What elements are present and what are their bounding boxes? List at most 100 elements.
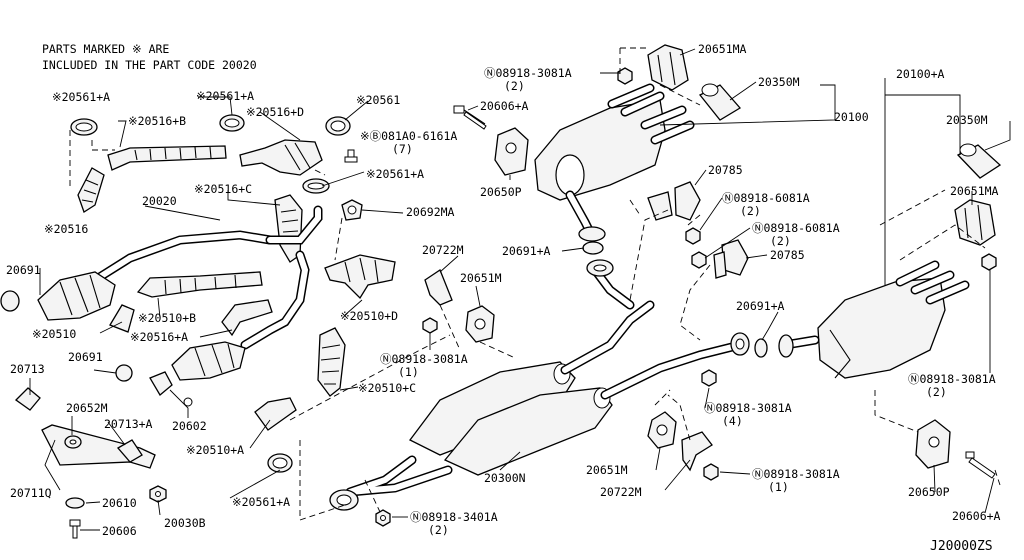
main-muffler-20100a[interactable] xyxy=(778,260,970,379)
label-20510d: ※20510+D xyxy=(340,309,398,323)
tail-finisher-20350m-2[interactable] xyxy=(956,143,1002,179)
label-20606a-1: 20606+A xyxy=(480,99,529,113)
label-20510a: ※20510+A xyxy=(186,443,244,457)
bracket-20711q[interactable] xyxy=(41,424,156,469)
label-20100a: 20100+A xyxy=(896,67,945,81)
clamp-20561a-4[interactable] xyxy=(267,453,293,473)
label-20510c: ※20510+C xyxy=(358,381,416,395)
nut-08918-3081a-top[interactable] xyxy=(617,67,633,85)
main-muffler-20100[interactable] xyxy=(534,83,695,242)
label-20516a: ※20516+A xyxy=(130,330,188,344)
label-20561a-2: ※20561+A xyxy=(196,89,254,103)
clamp-20561a-2[interactable] xyxy=(219,114,245,132)
heat-shield-20510a[interactable] xyxy=(254,397,297,431)
label-20713a: 20713+A xyxy=(104,417,153,431)
bolt-081a0-6161a[interactable] xyxy=(344,149,358,163)
label-20561a-4: ※20561+A xyxy=(232,495,290,509)
heat-shield-20516[interactable] xyxy=(77,167,105,213)
heat-shield-20516b[interactable] xyxy=(107,145,227,171)
catalytic-converter-center[interactable] xyxy=(171,341,246,381)
right-muffler-section xyxy=(778,143,1002,479)
hanger-20651ma-1[interactable] xyxy=(647,44,689,91)
bolt-20606a-1[interactable] xyxy=(453,105,487,130)
nut-08918-6081a-2[interactable] xyxy=(691,251,707,269)
heat-shield-20510c[interactable] xyxy=(317,327,346,397)
center-muffler-20300n[interactable] xyxy=(409,361,613,476)
label-20516b: ※20516+B xyxy=(128,114,186,128)
bolt-20606[interactable] xyxy=(69,519,81,539)
tail-finisher-20350m-1[interactable] xyxy=(698,83,741,121)
label-20030b: 20030B xyxy=(164,516,206,530)
flange-mid-2[interactable] xyxy=(730,332,750,356)
bracket-20713a[interactable] xyxy=(116,439,143,463)
washer-20610[interactable] xyxy=(65,497,85,509)
header-line-2: INCLUDED IN THE PART CODE 20020 xyxy=(42,58,257,72)
label-20722m-1: 20722M xyxy=(422,243,464,257)
label-08918-3081a-top: Ⓝ08918-3081A xyxy=(484,66,572,80)
label-20722m-2: 20722M xyxy=(600,485,642,499)
nut-08918-3081a-r[interactable] xyxy=(981,253,997,271)
label-20300n: 20300N xyxy=(484,471,526,485)
insulator-20650p-1[interactable] xyxy=(494,127,529,176)
heat-shield-20516a[interactable] xyxy=(221,299,273,337)
label-08918-6081a-2-qty: (2) xyxy=(770,234,791,248)
label-08918-3081a-4: Ⓝ08918-3081A xyxy=(704,401,792,415)
label-08918-3081a-4-qty: (4) xyxy=(722,414,743,428)
label-20650p-2: 20650P xyxy=(908,485,950,499)
assembly-lines xyxy=(69,47,1001,521)
gasket-20692ma[interactable] xyxy=(341,199,363,221)
label-08918-3081a-r: Ⓝ08918-3081A xyxy=(908,372,996,386)
bracket-20722m-1[interactable] xyxy=(424,269,453,306)
gasket-20691a-2[interactable] xyxy=(754,338,768,358)
main-muffler-section xyxy=(453,44,768,358)
nut-08918-3401a[interactable] xyxy=(375,509,391,527)
label-20650p-1: 20650P xyxy=(480,185,522,199)
label-20510: ※20510 xyxy=(32,327,76,341)
nut-08918-3081a-b[interactable] xyxy=(703,463,719,481)
label-20691-2: 20691 xyxy=(68,350,103,364)
gasket-20691-2[interactable] xyxy=(115,364,133,382)
insulator-20650p-2[interactable] xyxy=(915,419,951,469)
front-left-parts xyxy=(0,114,396,539)
mount-20785-1[interactable] xyxy=(647,181,701,221)
catalytic-converter-left[interactable] xyxy=(37,271,116,321)
bracket-20713[interactable] xyxy=(14,387,41,411)
nut-20030b[interactable] xyxy=(149,485,167,503)
label-20610: 20610 xyxy=(102,496,137,510)
label-20561: ※20561 xyxy=(356,93,400,107)
clamp-20561a-1[interactable] xyxy=(70,118,98,136)
nut-08918-6081a-1[interactable] xyxy=(685,227,701,245)
clamp-20561[interactable] xyxy=(325,116,351,136)
gasket-20691a-1[interactable] xyxy=(582,241,604,255)
heat-shield-20510d[interactable] xyxy=(324,254,396,300)
mount-20785-2[interactable] xyxy=(713,239,749,279)
label-20561a-1: ※20561+A xyxy=(52,90,110,104)
label-081a0-qty: (7) xyxy=(392,142,413,156)
heat-shield-20510[interactable] xyxy=(109,304,135,333)
heat-shield-20510b[interactable] xyxy=(136,271,263,298)
gasket-20691-1[interactable] xyxy=(0,290,20,312)
leader-lines xyxy=(29,48,1011,531)
label-20100: 20100 xyxy=(834,110,869,124)
flange-mid-1[interactable] xyxy=(586,259,614,277)
bolt-20606a-2[interactable] xyxy=(965,451,996,479)
nut-08918-3081a-1[interactable] xyxy=(422,317,438,334)
label-08918-3401a-qty: (2) xyxy=(428,523,449,537)
hanger-20651ma-2[interactable] xyxy=(954,199,996,246)
label-20020: 20020 xyxy=(142,194,177,208)
front-flange[interactable] xyxy=(329,489,359,511)
insulator-20652m[interactable] xyxy=(64,435,82,449)
label-20350m-2: 20350M xyxy=(946,113,988,127)
label-20785-1: 20785 xyxy=(708,163,743,177)
diagram-code: J20000ZS xyxy=(930,539,993,554)
heat-shield-20516d[interactable] xyxy=(239,139,323,176)
label-20651m-2: 20651M xyxy=(586,463,628,477)
clamp-20561a-3[interactable] xyxy=(302,178,330,194)
insulator-20651m-2[interactable] xyxy=(647,411,677,449)
insulator-20651m-1[interactable] xyxy=(465,305,495,343)
nut-08918-3081a-4[interactable] xyxy=(701,369,717,387)
flange-20602[interactable] xyxy=(149,371,193,407)
label-20516c: ※20516+C xyxy=(194,182,252,196)
label-20606: 20606 xyxy=(102,524,137,538)
